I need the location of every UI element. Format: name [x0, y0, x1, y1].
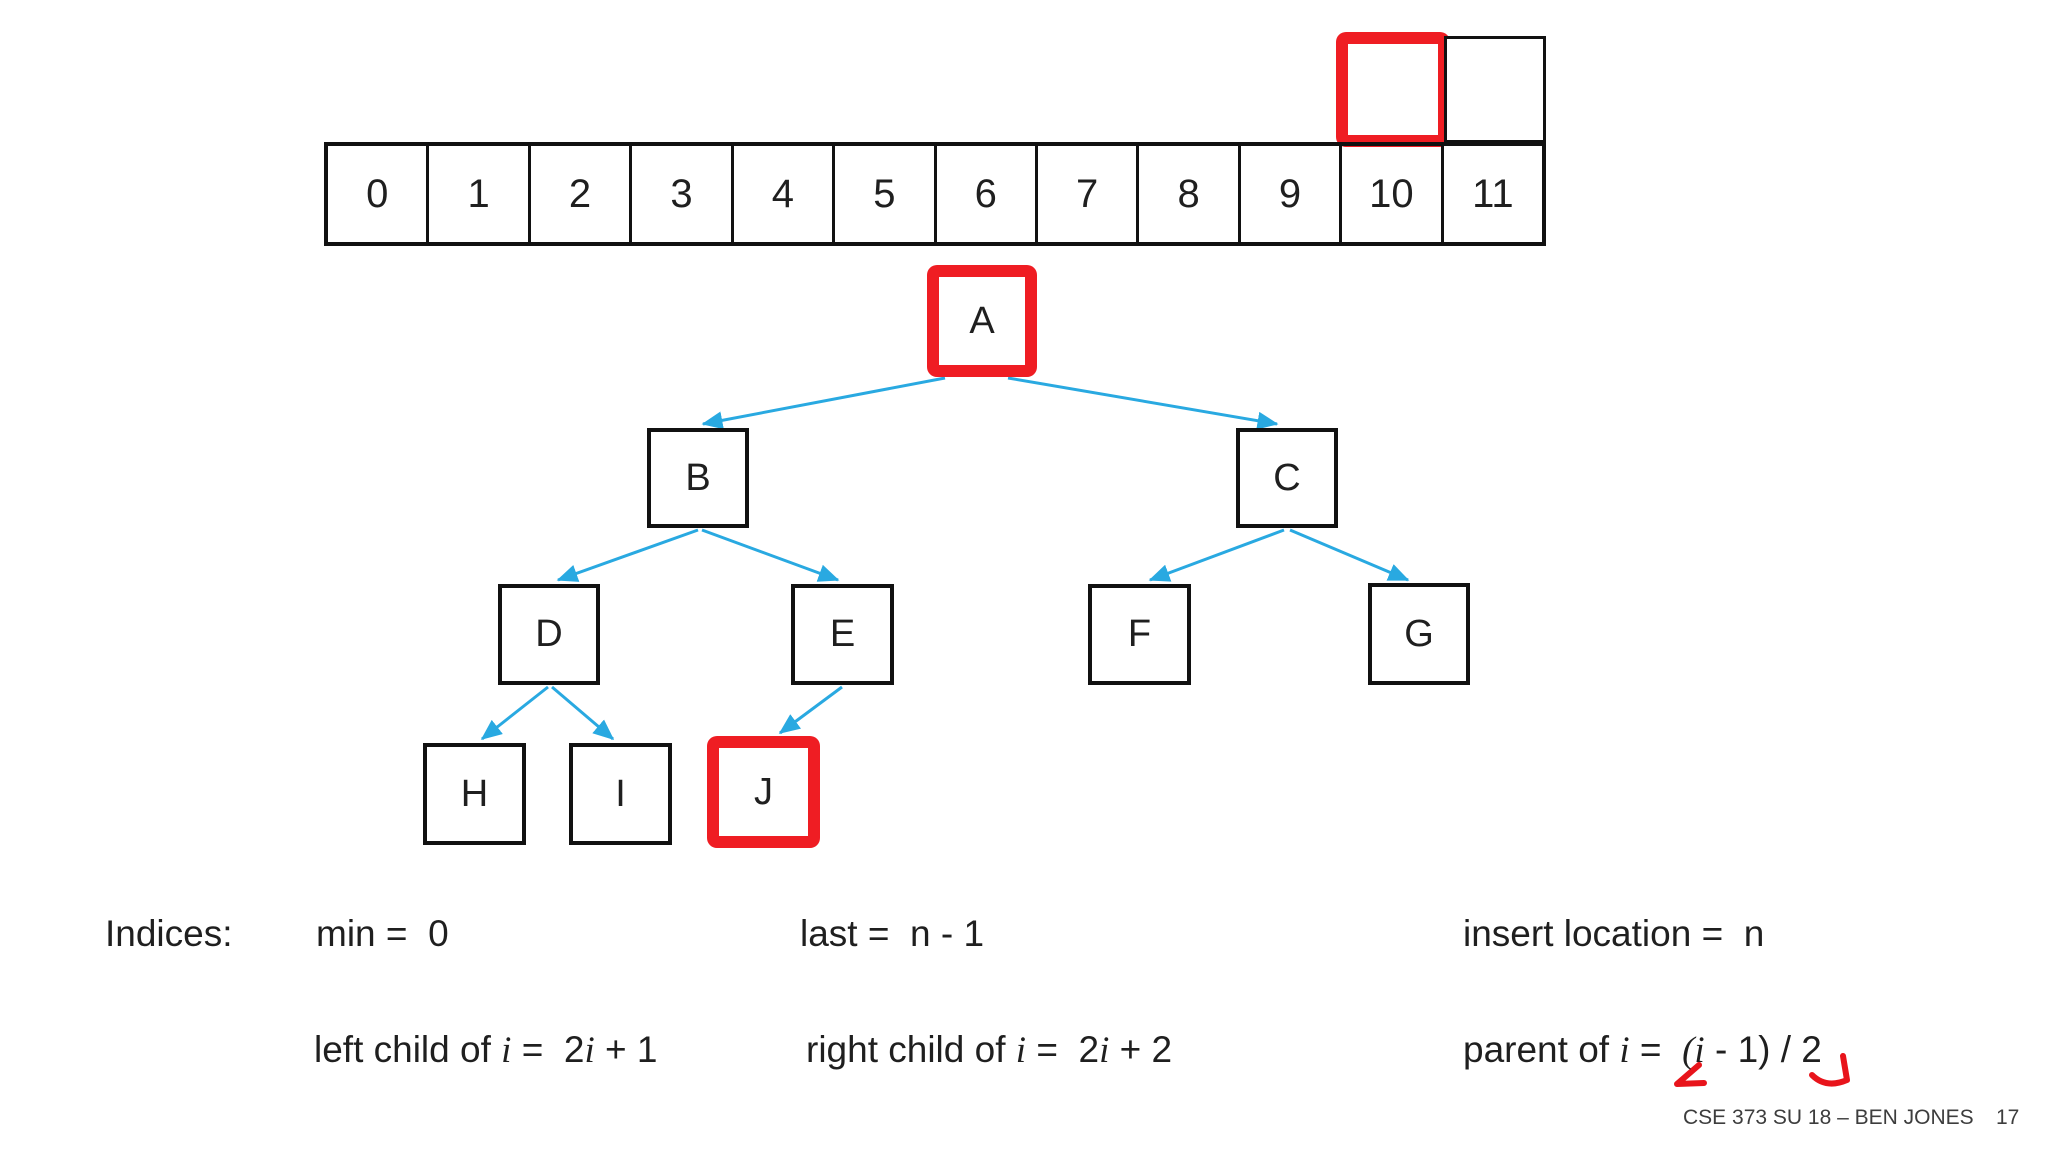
- parent-paren-i: (i: [1682, 1030, 1705, 1071]
- edge-d-h: [480, 685, 549, 741]
- tree-node-g: G: [1368, 583, 1470, 685]
- parent-formula: parent of i = (i - 1) / 2: [1463, 1028, 1822, 1073]
- parent-var1: i: [1619, 1030, 1630, 1071]
- left-child-pre: left child of: [314, 1029, 502, 1070]
- array-cell-1: 1: [426, 146, 527, 242]
- array-cell-7: 7: [1034, 146, 1136, 242]
- parent-pre: parent of: [1463, 1029, 1620, 1070]
- last-index-label: last = n - 1: [800, 913, 985, 954]
- footer-course-label: CSE 373 SU 18 – BEN JONES: [1683, 1106, 1974, 1129]
- tree-node-j-highlighted: J: [707, 736, 820, 848]
- tree-node-e: E: [791, 584, 894, 685]
- array-cell-5: 5: [832, 146, 933, 242]
- right-child-var2: i: [1099, 1030, 1110, 1071]
- tree-node-i: I: [569, 743, 672, 845]
- array-cell-6: 6: [933, 146, 1035, 242]
- parent-post: - 1) / 2: [1704, 1029, 1822, 1070]
- edge-a-b: [701, 376, 946, 430]
- right-child-post: + 2: [1109, 1029, 1173, 1070]
- edge-b-e: [701, 528, 840, 582]
- insert-location-label: insert location = n: [1463, 913, 1765, 954]
- edge-c-g: [1289, 528, 1410, 582]
- array-cell-10: 10: [1339, 146, 1440, 242]
- indices-heading: Indices:: [105, 913, 233, 954]
- right-child-mid: = 2: [1026, 1029, 1100, 1070]
- left-child-mid: = 2: [511, 1029, 585, 1070]
- left-child-var1: i: [501, 1030, 512, 1071]
- edge-a-c: [1007, 376, 1279, 430]
- tree-node-d: D: [498, 584, 600, 685]
- right-child-formula: right child of i = 2i + 2: [806, 1028, 1172, 1073]
- edge-b-d: [556, 528, 699, 582]
- array-cell-9: 9: [1237, 146, 1339, 242]
- heap-array: 0 1 2 3 4 5 6 7 8 9 10 11: [324, 142, 1546, 246]
- edge-e-j: [778, 685, 843, 735]
- min-index-label: min = 0: [316, 913, 449, 954]
- array-cell-11: 11: [1440, 146, 1542, 242]
- array-cell-8: 8: [1136, 146, 1237, 242]
- array-cell-0: 0: [366, 171, 389, 216]
- tree-node-a-highlighted: A: [927, 265, 1037, 377]
- tree-node-h: H: [423, 743, 526, 845]
- left-child-var2: i: [584, 1030, 595, 1071]
- insert-location-highlight-box: [1336, 32, 1450, 147]
- right-child-pre: right child of: [806, 1029, 1016, 1070]
- spare-cell-box: [1444, 36, 1546, 143]
- edge-c-f: [1148, 528, 1285, 582]
- array-cell-4: 4: [730, 146, 832, 242]
- array-cell-2: 2: [527, 146, 629, 242]
- edge-d-i: [551, 685, 615, 741]
- right-child-var1: i: [1015, 1030, 1027, 1071]
- array-cell-3: 3: [629, 146, 730, 242]
- left-child-formula: left child of i = 2i + 1: [314, 1028, 658, 1073]
- left-child-post: + 1: [594, 1029, 658, 1070]
- tree-node-c: C: [1236, 428, 1338, 528]
- tree-node-f: F: [1088, 584, 1191, 685]
- footer-page-number: 17: [1996, 1106, 2020, 1129]
- tree-node-b: B: [647, 428, 749, 528]
- parent-mid: =: [1629, 1029, 1683, 1070]
